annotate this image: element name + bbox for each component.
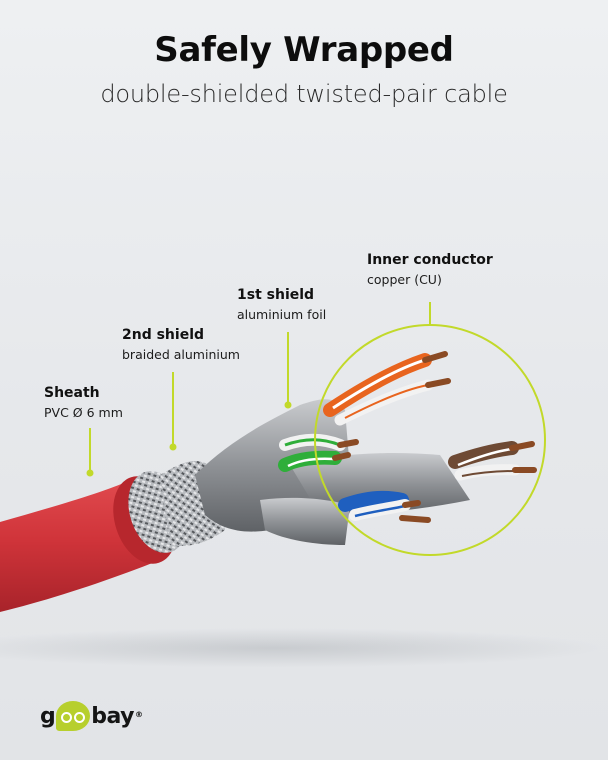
registered-mark: ®: [135, 709, 143, 719]
zoom-circle: [314, 324, 546, 556]
callout-second-shield: 2nd shield braided aluminium: [122, 326, 240, 364]
callout-first-shield: 1st shield aluminium foil: [237, 286, 326, 324]
callout-desc: aluminium foil: [237, 307, 327, 322]
callout-title: 2nd shield: [122, 327, 205, 343]
callout-desc: copper (CU): [367, 272, 442, 287]
logo-prefix: g: [40, 703, 56, 729]
goobay-logo: g bay ®: [40, 701, 143, 731]
page-title: Safely Wrapped: [154, 30, 454, 70]
callout-desc: braided aluminium: [122, 347, 240, 362]
callout-sheath: Sheath PVC Ø 6 mm: [44, 384, 123, 422]
page-subtitle: double-shielded twisted-pair cable: [100, 80, 508, 108]
logo-suffix: bay: [91, 703, 135, 729]
floor-shadow: [0, 628, 608, 668]
callout-inner-conductor: Inner conductor copper (CU): [367, 251, 493, 289]
callout-title: Sheath: [44, 385, 100, 401]
callout-title: 1st shield: [237, 287, 315, 303]
callout-title: Inner conductor: [367, 252, 493, 268]
logo-oo-bubble-icon: [56, 701, 91, 731]
callout-desc: PVC Ø 6 mm: [44, 405, 123, 420]
